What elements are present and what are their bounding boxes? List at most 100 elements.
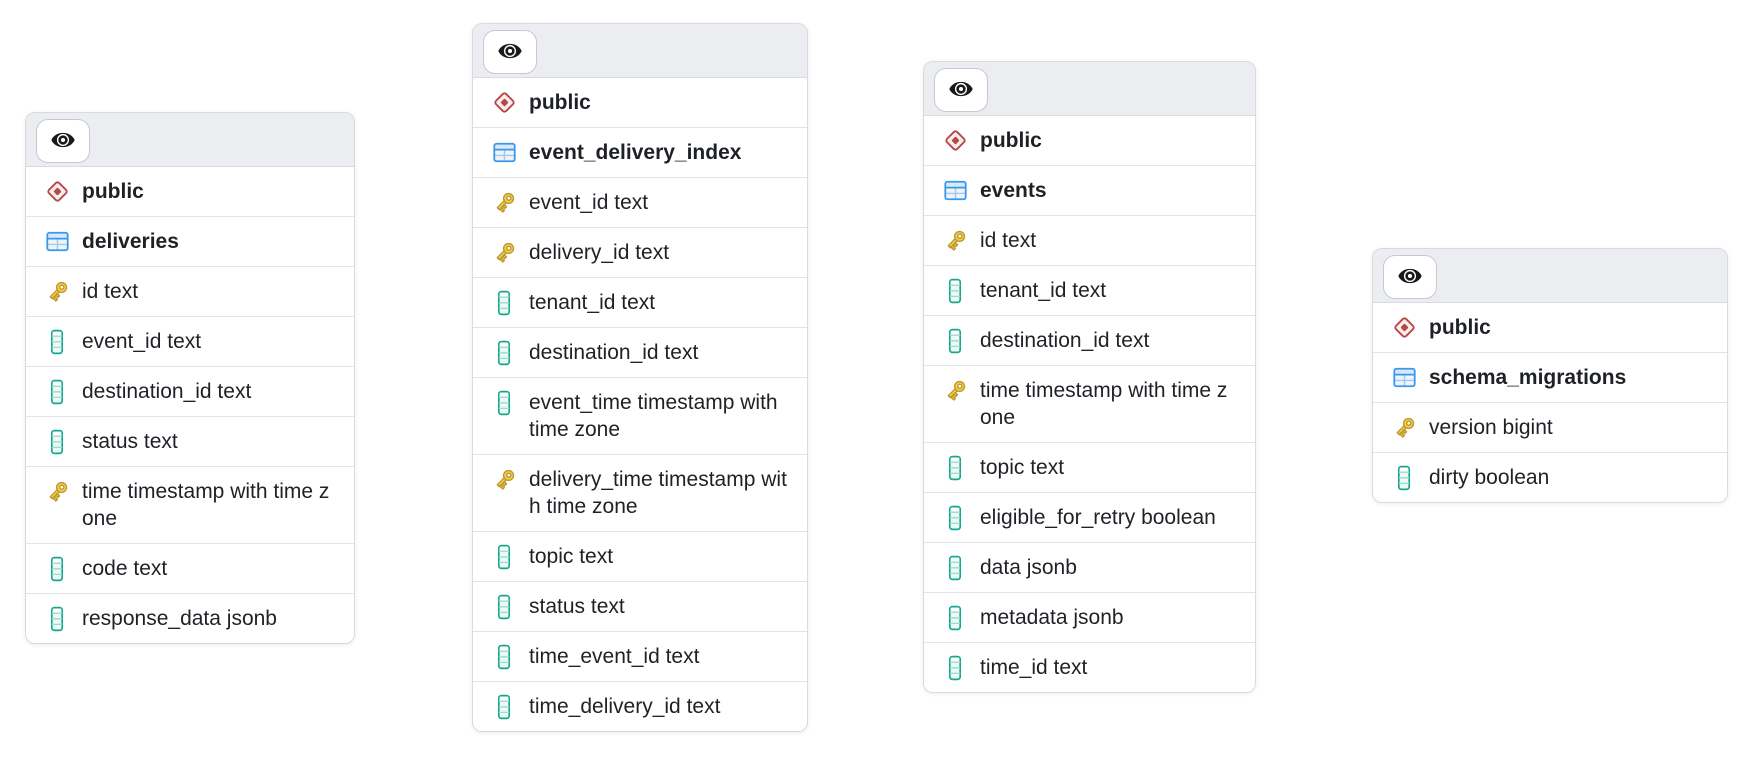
table-name: schema_migrations (1429, 366, 1627, 389)
schema-row: public (1373, 303, 1727, 353)
column-label: dirty boolean (1429, 466, 1550, 489)
column-row: event_id text (473, 178, 807, 228)
column-label: event_time timestamp with time zone (529, 391, 778, 441)
eye-icon (48, 127, 78, 156)
column-label: topic text (529, 545, 614, 568)
column-row: status text (26, 417, 354, 467)
eye-icon (1395, 263, 1425, 292)
schema-row: public (473, 78, 807, 128)
schema-row: public (924, 116, 1255, 166)
column-row: dirty boolean (1373, 453, 1727, 502)
column-label: code text (82, 557, 168, 580)
column-icon (489, 339, 519, 366)
primary-key-icon (940, 377, 970, 404)
column-icon (489, 593, 519, 620)
table-icon (489, 139, 519, 166)
schema-icon (940, 127, 970, 154)
table-name: event_delivery_index (529, 141, 742, 164)
toggle-visibility-button[interactable] (483, 30, 537, 74)
column-row: time_event_id text (473, 632, 807, 682)
column-row: topic text (924, 443, 1255, 493)
column-icon (489, 693, 519, 720)
column-icon (489, 389, 519, 416)
column-label: tenant_id text (529, 291, 656, 314)
column-icon (489, 643, 519, 670)
column-label: time timestamp with time zone (980, 379, 1228, 429)
column-label: delivery_id text (529, 241, 670, 264)
column-list: version bigint dirty boolean (1373, 403, 1727, 502)
column-label: time_delivery_id text (529, 695, 721, 718)
primary-key-icon (1389, 414, 1419, 441)
column-icon (940, 277, 970, 304)
column-row: id text (924, 216, 1255, 266)
schema-name: public (1429, 316, 1491, 339)
eye-icon (495, 38, 525, 67)
column-label: delivery_time timestamp with time zone (529, 468, 787, 518)
column-row: event_id text (26, 317, 354, 367)
primary-key-icon (42, 478, 72, 505)
column-label: data jsonb (980, 556, 1077, 579)
table-name-row: event_delivery_index (473, 128, 807, 178)
column-list: id text tenant_id text destination_id te… (924, 216, 1255, 692)
toggle-visibility-button[interactable] (934, 68, 988, 112)
column-label: metadata jsonb (980, 606, 1124, 629)
column-row: destination_id text (924, 316, 1255, 366)
primary-key-icon (489, 466, 519, 493)
column-icon (1389, 464, 1419, 491)
column-icon (940, 554, 970, 581)
column-icon (940, 604, 970, 631)
column-row: eligible_for_retry boolean (924, 493, 1255, 543)
column-icon (42, 555, 72, 582)
column-row: delivery_id text (473, 228, 807, 278)
column-row: tenant_id text (473, 278, 807, 328)
primary-key-icon (42, 278, 72, 305)
column-label: id text (980, 229, 1037, 252)
column-row: destination_id text (26, 367, 354, 417)
table-card-deliveries[interactable]: public deliveries id text event_id text … (25, 112, 355, 644)
table-name-row: schema_migrations (1373, 353, 1727, 403)
column-list: id text event_id text destination_id tex… (26, 267, 354, 643)
table-icon (940, 177, 970, 204)
schema-icon (489, 89, 519, 116)
table-card-events[interactable]: public events id text tenant_id text des… (923, 61, 1256, 693)
schema-icon (42, 178, 72, 205)
column-label: status text (529, 595, 625, 618)
column-row: destination_id text (473, 328, 807, 378)
table-card-header (26, 113, 354, 167)
column-label: destination_id text (82, 380, 252, 403)
column-row: time_id text (924, 643, 1255, 692)
table-card-schema_migrations[interactable]: public schema_migrations version bigint … (1372, 248, 1728, 503)
column-label: response_data jsonb (82, 607, 277, 630)
table-icon (1389, 364, 1419, 391)
column-row: id text (26, 267, 354, 317)
table-name: deliveries (82, 230, 179, 253)
table-card-event_delivery_index[interactable]: public event_delivery_index event_id tex… (472, 23, 808, 732)
column-icon (42, 428, 72, 455)
toggle-visibility-button[interactable] (36, 119, 90, 163)
column-icon (42, 605, 72, 632)
table-name-row: events (924, 166, 1255, 216)
table-icon (42, 228, 72, 255)
column-label: id text (82, 280, 139, 303)
toggle-visibility-button[interactable] (1383, 255, 1437, 299)
column-row: data jsonb (924, 543, 1255, 593)
primary-key-icon (489, 239, 519, 266)
table-card-header (1373, 249, 1727, 303)
column-label: event_id text (82, 330, 202, 353)
column-label: topic text (980, 456, 1065, 479)
column-icon (940, 504, 970, 531)
column-list: event_id text delivery_id text tenant_id… (473, 178, 807, 731)
column-label: tenant_id text (980, 279, 1107, 302)
schema-name: public (82, 180, 144, 203)
column-icon (489, 543, 519, 570)
schema-name: public (980, 129, 1042, 152)
column-row: time timestamp with time zone (26, 467, 354, 544)
column-label: destination_id text (980, 329, 1150, 352)
primary-key-icon (489, 189, 519, 216)
column-label: version bigint (1429, 416, 1553, 439)
column-row: tenant_id text (924, 266, 1255, 316)
column-row: event_time timestamp with time zone (473, 378, 807, 455)
schema-name: public (529, 91, 591, 114)
column-row: response_data jsonb (26, 594, 354, 643)
